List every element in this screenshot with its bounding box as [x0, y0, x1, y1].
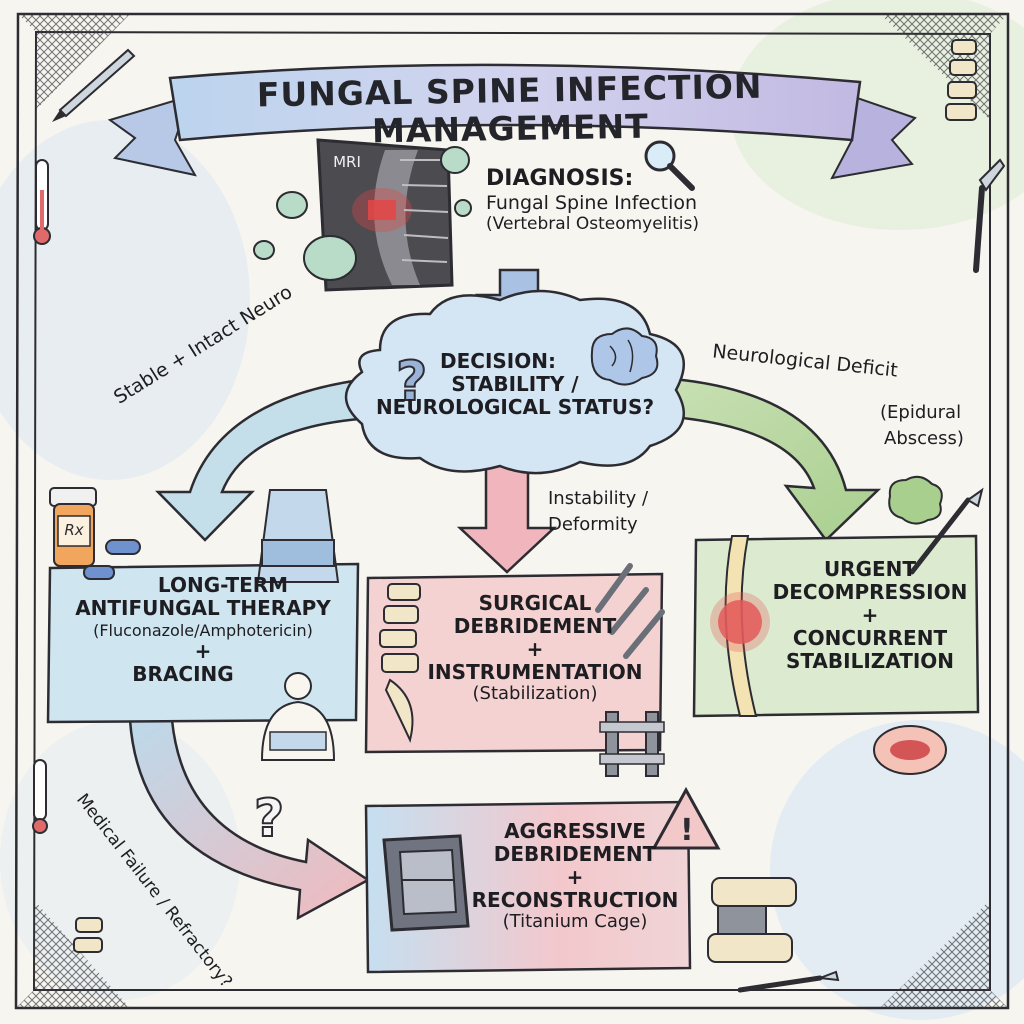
- surgical-line3: INSTRUMENTATION: [427, 660, 643, 684]
- diagram-title: FUNGAL SPINE INFECTION MANAGEMENT: [256, 66, 763, 151]
- urgent-line4: STABILIZATION: [785, 649, 955, 673]
- decision-line3: NEUROLOGICAL STATUS?: [375, 395, 655, 419]
- vertebra-small-icon: [73, 917, 103, 953]
- arrow-instability: [456, 458, 558, 574]
- antifungal-line2: ANTIFUNGAL THERAPY: [75, 596, 331, 620]
- thermometer-icon: [33, 159, 51, 245]
- decision-line1: DECISION:: [440, 349, 556, 373]
- diagnosis-heading: DIAGNOSIS:: [486, 166, 634, 191]
- surgical-plus: +: [526, 637, 544, 661]
- svg-text:?: ?: [254, 789, 284, 849]
- diagnosis-line2: (Vertebral Osteomyelitis): [486, 214, 700, 235]
- node-aggressive: AGGRESSIVE DEBRIDEMENT + RECONSTRUCTION …: [470, 820, 680, 933]
- edge-label-neuro-3: Abscess): [884, 428, 964, 449]
- magnifier-icon: [644, 140, 695, 191]
- screws-icon: [595, 563, 665, 659]
- mri-label: MRI: [333, 153, 361, 171]
- warning-icon: !: [651, 786, 721, 850]
- urgent-line3: CONCURRENT: [792, 626, 948, 650]
- thermometer-icon-lower: [32, 759, 48, 834]
- antifungal-line4: BRACING: [132, 662, 234, 687]
- question-icon-cloud: ?: [395, 349, 428, 414]
- edge-label-instability-1: Instability /: [548, 488, 649, 509]
- titanium-cage-icon: [382, 834, 470, 932]
- arrow-stable: [155, 378, 374, 542]
- fungus-cells: [253, 146, 472, 281]
- antifungal-line3: (Fluconazole/Amphotericin): [93, 621, 313, 640]
- box-surgical: [364, 572, 664, 754]
- node-decision: DECISION: STABILITY / NEUROLOGICAL STATU…: [370, 350, 660, 419]
- antifungal-line1: LONG-TERM: [157, 573, 289, 597]
- node-urgent: URGENT DECOMPRESSION + CONCURRENT STABIL…: [770, 558, 970, 673]
- svg-text:?: ?: [396, 350, 427, 413]
- aggressive-line3: RECONSTRUCTION: [471, 888, 679, 912]
- capsules-icon: [83, 539, 141, 580]
- back-brace-icon: [256, 489, 340, 583]
- rod-fixation-icon: [599, 711, 665, 777]
- urgent-plus: +: [861, 603, 879, 627]
- rx-label: Rx: [64, 521, 84, 539]
- spinal-cord-icon: [710, 535, 770, 717]
- decision-line2: STABILITY /: [451, 372, 579, 396]
- incision-icon: [873, 725, 947, 775]
- patient-back-icon: [260, 672, 336, 761]
- urgent-line1: URGENT: [823, 557, 917, 581]
- scalpel-icon: [973, 158, 1006, 273]
- node-diagnosis: DIAGNOSIS: Fungal Spine Infection (Verte…: [486, 166, 699, 235]
- spine-icon-surgical: [379, 583, 421, 743]
- pill-bottle-icon: [49, 487, 97, 567]
- antifungal-plus: +: [194, 639, 212, 664]
- diagnosis-line1: Fungal Spine Infection: [486, 192, 698, 215]
- svg-text:!: !: [680, 813, 694, 848]
- surgical-line2: DEBRIDEMENT: [453, 614, 617, 638]
- brain-icon-urgent: [888, 475, 943, 525]
- title-banner: [107, 63, 917, 180]
- edge-label-instability-2: Deformity: [548, 514, 638, 535]
- box-urgent: [692, 534, 980, 718]
- aggressive-plus: +: [566, 865, 584, 889]
- edge-label-neuro-2: (Epidural: [880, 402, 962, 423]
- node-antifungal: LONG-TERM ANTIFUNGAL THERAPY (Fluconazol…: [56, 574, 350, 686]
- urgent-line2: DECOMPRESSION: [772, 580, 968, 604]
- cage-implant-icon: [707, 877, 797, 963]
- scalpel-bottom-icon: [737, 970, 840, 993]
- vertebrae-icon: [945, 39, 977, 121]
- surgical-line4: (Stabilization): [472, 683, 598, 704]
- arrow-neurological: [660, 376, 882, 542]
- aggressive-line2: DEBRIDEMENT: [493, 842, 657, 866]
- node-surgical: SURGICAL DEBRIDEMENT + INSTRUMENTATION (…: [420, 592, 650, 705]
- aggressive-line1: AGGRESSIVE: [504, 819, 646, 843]
- surgical-line1: SURGICAL: [478, 591, 592, 615]
- scalpel-urgent-icon: [909, 487, 984, 575]
- brain-icon: [590, 327, 659, 386]
- pencil-icon: [52, 48, 136, 122]
- box-antifungal: [46, 562, 360, 724]
- question-icon-failure: ?: [253, 788, 285, 850]
- aggressive-line4: (Titanium Cage): [502, 911, 648, 932]
